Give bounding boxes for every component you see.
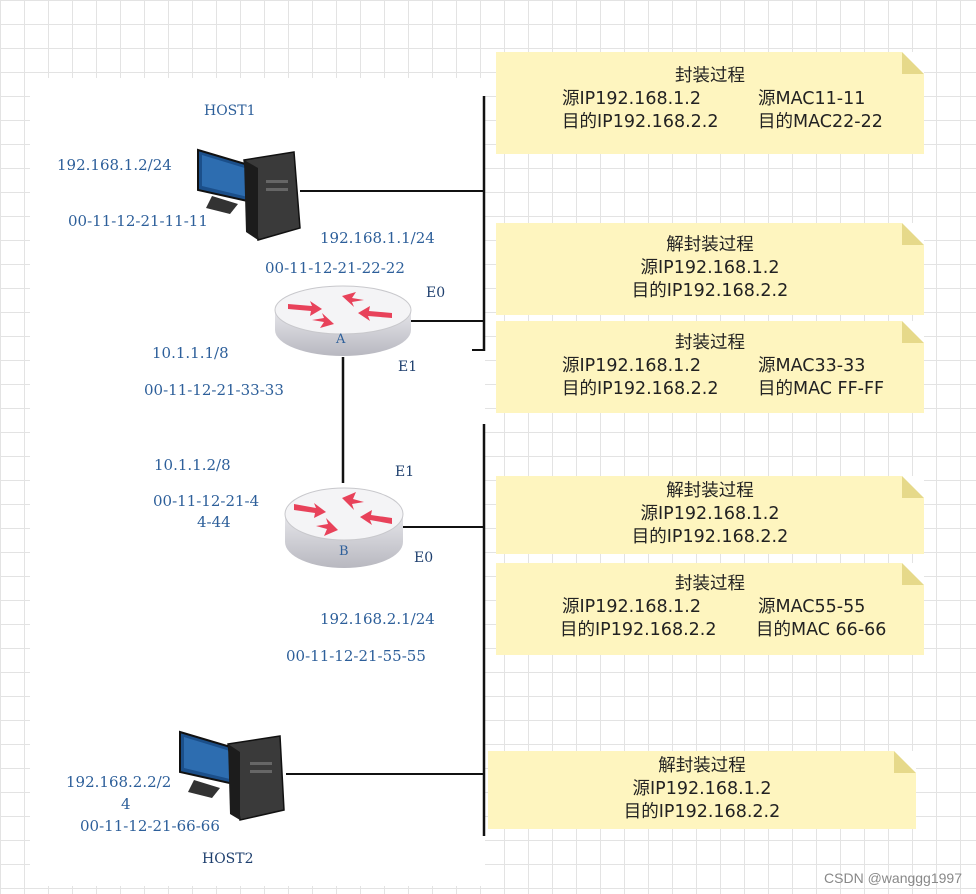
note-fold-corner — [902, 321, 924, 343]
note-title: 封装过程 — [675, 574, 745, 594]
host1-ip: 192.168.1.2/24 — [57, 156, 172, 174]
note-fold-corner — [894, 751, 916, 773]
note-src-ip: 源IP192.168.1.2 — [640, 258, 780, 278]
router-b-e0-label: E0 — [414, 550, 434, 566]
host2-name: HOST2 — [202, 851, 254, 867]
note-src-ip: 源IP192.168.1.2 — [640, 504, 780, 524]
encapsulation-note-1: 封装过程 源IP192.168.1.2 源MAC11-11 目的IP192.16… — [496, 52, 924, 154]
router-b-e0-mac: 00-11-12-21-55-55 — [286, 647, 426, 665]
note-dst-ip: 目的IP192.168.2.2 — [562, 112, 719, 132]
note-fold-corner — [902, 563, 924, 585]
router-a-e1-label: E1 — [398, 359, 418, 375]
router-a-letter: A — [336, 332, 346, 347]
decapsulation-note-3: 解封装过程 源IP192.168.1.2 目的IP192.168.2.2 — [488, 751, 916, 829]
host2-computer-icon — [179, 730, 285, 821]
router-b-e0-ip: 192.168.2.1/24 — [320, 610, 435, 628]
router-a-e1-ip: 10.1.1.1/8 — [152, 344, 229, 362]
note-dst-ip: 目的IP192.168.2.2 — [560, 620, 717, 640]
router-b-e1-label: E1 — [395, 464, 415, 480]
router-a-e0-ip: 192.168.1.1/24 — [320, 229, 435, 247]
host2-mac: 00-11-12-21-66-66 — [80, 817, 220, 835]
router-b-e1-mac-line2: 4-44 — [197, 513, 231, 531]
decapsulation-note-1: 解封装过程 源IP192.168.1.2 目的IP192.168.2.2 — [496, 223, 924, 315]
host1-name: HOST1 — [204, 103, 256, 119]
decapsulation-note-2: 解封装过程 源IP192.168.1.2 目的IP192.168.2.2 — [496, 476, 924, 554]
host1-mac: 00-11-12-21-11-11 — [68, 212, 208, 230]
note-title: 封装过程 — [675, 333, 745, 353]
router-a-e1-mac: 00-11-12-21-33-33 — [144, 381, 284, 399]
router-a-e0-mac: 00-11-12-21-22-22 — [265, 259, 405, 277]
note-src-mac: 源MAC33-33 — [758, 356, 866, 376]
note-dst-ip: 目的IP192.168.2.2 — [631, 527, 789, 547]
host1-computer-icon — [197, 148, 301, 241]
encapsulation-note-3: 封装过程 源IP192.168.1.2 源MAC55-55 目的IP192.16… — [496, 563, 924, 655]
router-b-icon — [284, 487, 404, 568]
note-src-ip: 源IP192.168.1.2 — [562, 89, 701, 109]
router-b-e1-ip: 10.1.1.2/8 — [154, 456, 231, 474]
note-fold-corner — [902, 223, 924, 245]
note-title: 解封装过程 — [666, 235, 754, 255]
note-dst-mac: 目的MAC22-22 — [758, 112, 883, 132]
note-dst-ip: 目的IP192.168.2.2 — [623, 802, 781, 822]
router-a-e0-label: E0 — [426, 285, 446, 301]
note-fold-corner — [902, 476, 924, 498]
note-title: 封装过程 — [675, 66, 745, 86]
note-dst-mac: 目的MAC 66-66 — [756, 620, 887, 640]
router-a-icon — [274, 285, 412, 356]
note-fold-corner — [902, 52, 924, 74]
note-title: 解封装过程 — [666, 481, 754, 501]
encapsulation-note-2: 封装过程 源IP192.168.1.2 源MAC33-33 目的IP192.16… — [496, 321, 924, 413]
note-title: 解封装过程 — [658, 756, 746, 776]
note-src-ip: 源IP192.168.1.2 — [632, 779, 772, 799]
note-src-mac: 源MAC11-11 — [758, 89, 866, 109]
router-b-e1-mac-line1: 00-11-12-21-4 — [153, 492, 260, 510]
note-dst-mac: 目的MAC FF-FF — [758, 379, 885, 399]
note-src-ip: 源IP192.168.1.2 — [562, 356, 701, 376]
router-b-letter: B — [339, 544, 349, 559]
note-src-ip: 源IP192.168.1.2 — [562, 597, 701, 617]
note-src-mac: 源MAC55-55 — [758, 597, 866, 617]
note-dst-ip: 目的IP192.168.2.2 — [562, 379, 719, 399]
note-dst-ip: 目的IP192.168.2.2 — [631, 281, 789, 301]
host2-ip-line2: 4 — [121, 795, 131, 813]
host2-ip-line1: 192.168.2.2/2 — [66, 773, 172, 791]
watermark: CSDN @wanggg1997 — [824, 870, 962, 886]
